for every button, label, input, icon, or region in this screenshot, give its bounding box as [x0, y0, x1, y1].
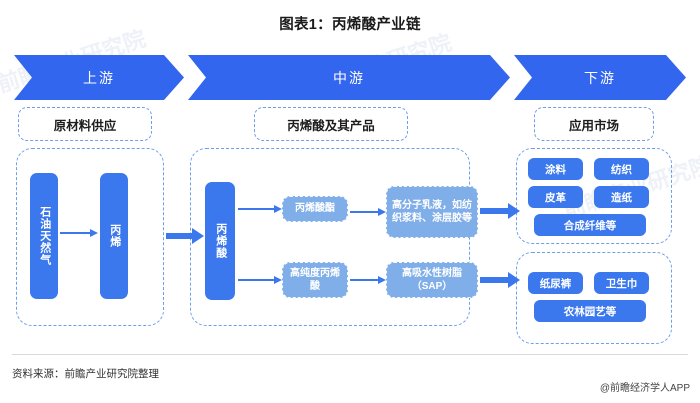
header-application-market: 应用市场	[534, 107, 654, 141]
stage-upstream-label: 上游	[83, 69, 115, 86]
header-acrylic-acid-products: 丙烯酸及其产品	[254, 107, 408, 141]
chip-textile[interactable]: 纺织	[594, 158, 649, 180]
chip-synthetic-fiber[interactable]: 合成纤维等	[534, 214, 646, 236]
chart-title: 图表1：丙烯酸产业链	[279, 17, 421, 33]
chip-leather[interactable]: 皮革	[528, 186, 583, 208]
group-upstream	[16, 148, 164, 326]
chip-diaper[interactable]: 纸尿裤	[528, 272, 583, 294]
arrow-high-purity-to-sap	[350, 279, 378, 281]
header-midstream-label: 丙烯酸及其产品	[287, 118, 375, 133]
stage-downstream-label: 下游	[584, 69, 616, 86]
stage-midstream-label: 中游	[333, 69, 365, 86]
arrow-midstream-to-coatings	[480, 208, 508, 214]
chip-coating[interactable]: 涂料	[528, 158, 583, 180]
app-credit: @前瞻经济学人APP	[599, 383, 690, 394]
arrow-aa-to-high-purity	[238, 279, 274, 281]
stage-upstream[interactable]: 上游	[14, 55, 184, 100]
stage-midstream[interactable]: 中游	[188, 55, 510, 100]
node-propylene[interactable]: 丙烯	[100, 173, 128, 299]
node-acrylate-ester[interactable]: 丙烯酸酯	[282, 196, 348, 222]
arrow-oil-to-propylene	[60, 232, 90, 234]
group-downstream-hygiene	[516, 252, 672, 344]
arrow-ester-to-polymer	[350, 211, 378, 213]
node-super-absorbent-polymer[interactable]: 高吸水性树脂（SAP）	[386, 262, 478, 298]
node-oil-natural-gas[interactable]: 石油天然气	[30, 173, 58, 299]
node-acrylic-acid[interactable]: 丙烯酸	[205, 182, 235, 300]
chip-papermaking[interactable]: 造纸	[594, 186, 649, 208]
node-polymer-emulsion[interactable]: 高分子乳液，如纺织浆料、涂层胶等	[386, 186, 478, 238]
header-raw-material-supply: 原材料供应	[18, 107, 152, 141]
header-downstream-label: 应用市场	[568, 118, 619, 133]
chip-sanitary-napkin[interactable]: 卫生巾	[594, 272, 649, 294]
arrow-midstream-to-hygiene	[480, 277, 508, 283]
stage-band: 上游 中游 下游	[14, 55, 686, 100]
group-downstream-coatings	[516, 148, 672, 244]
arrow-aa-to-ester	[238, 208, 274, 210]
stage-downstream[interactable]: 下游	[514, 55, 686, 100]
node-high-purity-acrylic-acid[interactable]: 高纯度丙烯酸	[282, 262, 348, 298]
header-upstream-label: 原材料供应	[53, 118, 117, 133]
arrow-upstream-to-midstream	[166, 233, 192, 239]
source-note: 资料来源：前瞻产业研究院整理	[12, 368, 159, 380]
footer-divider	[12, 354, 688, 355]
chip-agriculture-forestry[interactable]: 农林园艺等	[534, 300, 646, 322]
